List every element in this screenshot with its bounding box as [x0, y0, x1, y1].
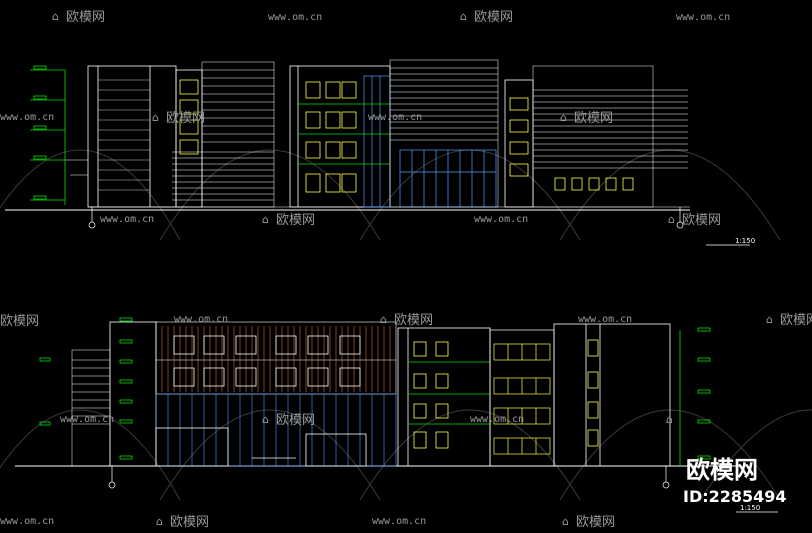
bottom-entrance [155, 427, 367, 467]
watermark-url: www.om.cn [268, 12, 322, 23]
top-left-level-markers [30, 65, 66, 205]
watermark-brand: 欧模网 [574, 111, 613, 126]
watermark-url: www.om.cn [474, 214, 528, 225]
wm-icon: ⌂ [460, 10, 467, 23]
wm-icon: ⌂ [152, 111, 159, 124]
top-elevation: 1:150 [5, 59, 755, 246]
top-axis-markers [88, 207, 684, 229]
bottom-right-glazing [489, 329, 555, 467]
top-left-block [87, 65, 177, 208]
watermark-brand: 欧模网 [276, 213, 315, 228]
top-scale-label: 1:150 [735, 237, 755, 245]
watermark-url: www.om.cn [100, 214, 154, 225]
bottom-left-block [109, 321, 157, 467]
watermark-url: www.om.cn [470, 414, 524, 425]
wm-icon: ⌂ [262, 413, 269, 426]
top-right-windows [554, 177, 634, 191]
watermark-brand: 欧模网 [474, 10, 513, 25]
bottom-left-annex [71, 349, 111, 467]
watermark-brand: 欧模网 [394, 313, 433, 328]
bottom-fin-windows [173, 335, 361, 387]
wm-icon: ⌂ [560, 111, 567, 124]
bottom-left-level-markers [39, 317, 133, 460]
top-curtain-wall [363, 75, 497, 208]
watermarks: ⌂ 欧模网 www.om.cn ⌂ 欧模网 www.om.cn www.om.c… [0, 10, 812, 530]
top-right-louvres [532, 65, 688, 208]
watermark-url: www.om.cn [368, 112, 422, 123]
top-louvre-screen [172, 61, 275, 208]
wm-icon: ⌂ [262, 213, 269, 226]
bottom-axis-markers [108, 466, 670, 489]
watermark-brand: 欧模网 [682, 213, 721, 228]
top-middle-block [289, 65, 391, 208]
watermark-brand: 欧模网 [576, 515, 615, 530]
wm-icon: ⌂ [156, 515, 163, 528]
top-central-louvres [389, 59, 499, 208]
bottom-right-tower [553, 323, 671, 467]
watermark-brand: 欧模网 [170, 515, 209, 530]
brand-stamp: 欧模网 ID:2285494 [683, 456, 787, 506]
bottom-middle-block [397, 327, 491, 467]
bottom-scale-label: 1:150 [740, 504, 760, 512]
bottom-glazed-base [155, 393, 397, 467]
top-stair-tower [175, 69, 203, 208]
wm-icon: ⌂ [380, 313, 387, 326]
watermark-url: www.om.cn [676, 12, 730, 23]
wm-icon: ⌂ [666, 413, 673, 426]
top-right-tower [504, 79, 534, 208]
watermark-brand: 欧模网 [166, 111, 205, 126]
wm-icon: ⌂ [562, 515, 569, 528]
bottom-right-level-markers [679, 327, 711, 466]
watermark-brand: 欧模网 [780, 313, 812, 328]
bottom-elevation: 1:150 [15, 317, 778, 513]
watermark-url: www.om.cn [174, 314, 228, 325]
watermark-brand: 欧模网 [0, 314, 39, 329]
brand-stamp-name: 欧模网 [686, 456, 758, 484]
watermark-url: www.om.cn [0, 516, 54, 527]
watermark-url: www.om.cn [0, 112, 54, 123]
watermark-brand: 欧模网 [66, 10, 105, 25]
top-left-louvres [98, 79, 150, 191]
wm-icon: ⌂ [766, 313, 773, 326]
brand-stamp-id: ID:2285494 [683, 487, 787, 506]
watermark-brand: 欧模网 [276, 413, 315, 428]
wm-icon: ⌂ [668, 213, 675, 226]
wm-icon: ⌂ [52, 10, 59, 23]
watermark-url: www.om.cn [372, 516, 426, 527]
watermark-url: www.om.cn [60, 414, 114, 425]
watermark-url: www.om.cn [578, 314, 632, 325]
